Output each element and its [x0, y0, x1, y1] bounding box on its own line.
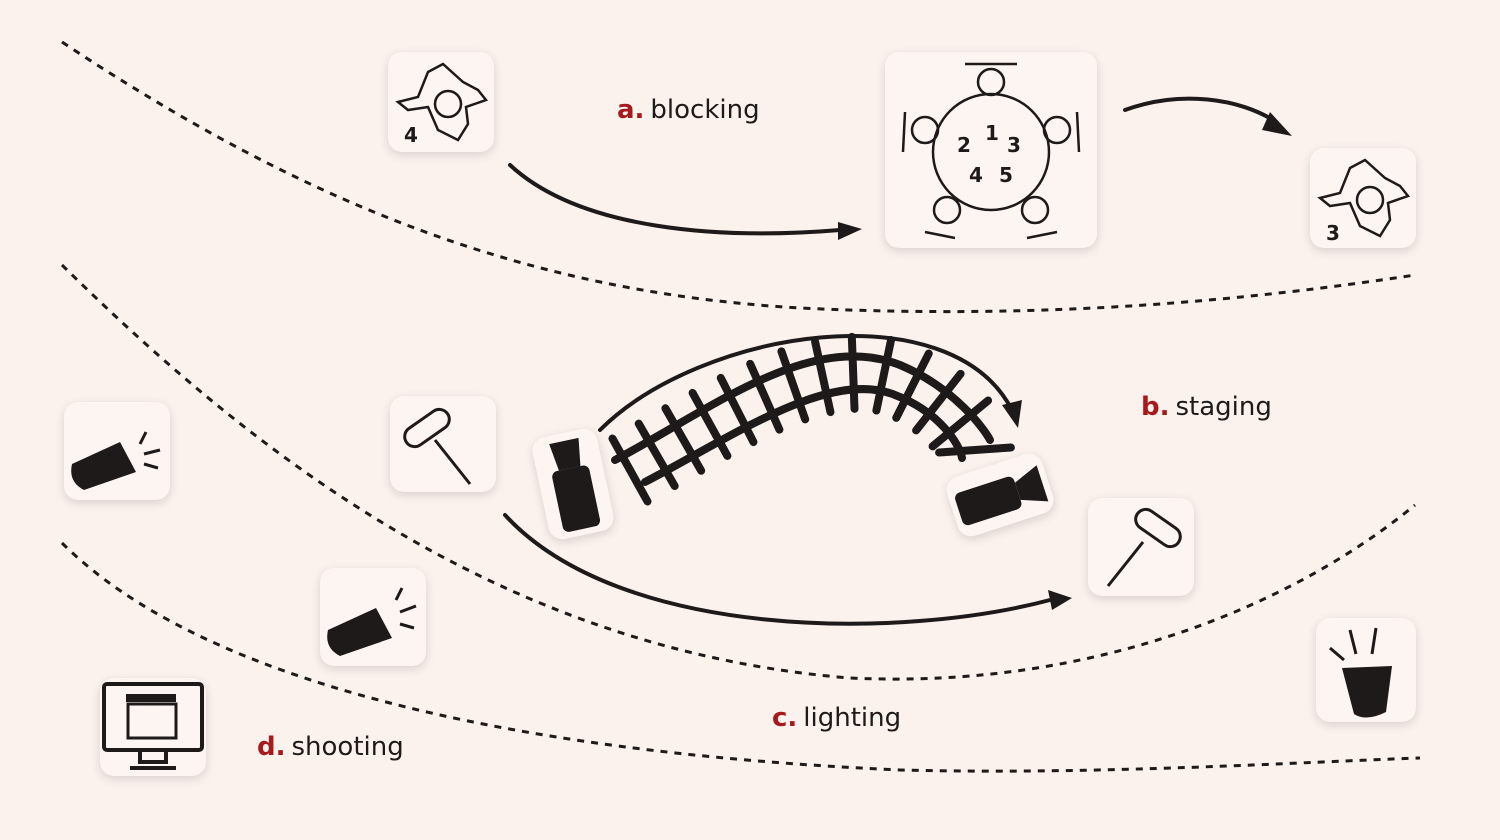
spotlight-tile-1: [64, 402, 170, 500]
track-tie: [892, 349, 933, 422]
arrowhead: [838, 222, 862, 240]
monitor-clapperboard-icon: [102, 682, 204, 770]
camera-icon: [955, 465, 1049, 526]
boom-mic-icon: [403, 407, 472, 485]
spotlight-icon: [327, 587, 417, 656]
stage-label-staging: b.staging: [1141, 392, 1272, 422]
track-tie: [608, 434, 652, 506]
actor-tile-right: 3: [1310, 148, 1416, 248]
monitor-tile: [100, 678, 206, 776]
person-topview-icon: 4: [395, 62, 489, 147]
stage-letter: c.: [772, 703, 798, 733]
seat-number: 3: [1007, 133, 1021, 157]
seat-number: 1: [985, 121, 999, 145]
arrow-mic-move: [503, 513, 1052, 626]
track-tie: [935, 443, 1015, 457]
divider-lighting: [60, 541, 1421, 773]
track-tie: [661, 404, 706, 475]
stage-name: blocking: [650, 95, 760, 125]
seat-number: 4: [969, 163, 983, 187]
arrow-actor-to-table: [508, 163, 842, 236]
actor-number: 4: [404, 123, 418, 147]
track-tie: [634, 419, 679, 491]
camera-tile-left: [529, 426, 617, 542]
track-tie: [847, 332, 859, 413]
camera-tile-right: [942, 450, 1058, 540]
spotlight-tile-2: [320, 568, 426, 666]
track-tie: [872, 336, 896, 415]
arrow-camera-move: [598, 334, 1014, 432]
actor-number: 3: [1326, 221, 1340, 245]
track-tie: [928, 396, 993, 451]
divider-staging: [60, 263, 1416, 681]
track-tie: [777, 347, 810, 424]
stage-name: staging: [1175, 392, 1272, 422]
stage-letter: b.: [1141, 392, 1170, 422]
track-tie: [688, 388, 732, 460]
divider-blocking: [61, 40, 1416, 314]
stage-label-shooting: d.shooting: [257, 732, 404, 762]
seat-number: 5: [999, 163, 1013, 187]
boom-mic-tile-left: [390, 396, 496, 492]
boom-mic-tile-right: [1088, 498, 1194, 596]
person-topview-icon: 3: [1317, 158, 1411, 245]
stage-name: shooting: [291, 732, 404, 762]
spotlight-icon: [71, 431, 161, 490]
camera-icon: [549, 437, 601, 532]
track-tie: [811, 337, 835, 417]
stage-label-lighting: c.lighting: [772, 703, 901, 733]
stage-letter: d.: [257, 732, 286, 762]
spotlight-icon: [1329, 627, 1392, 718]
stage-label-blocking: a.blocking: [617, 95, 760, 125]
stage-name: lighting: [803, 703, 902, 733]
stage-letter: a.: [617, 95, 645, 125]
actor-tile-left: 4: [388, 52, 494, 152]
track-tie: [912, 369, 965, 435]
arrowhead: [1048, 590, 1072, 610]
dolly-track-icon: [608, 332, 1015, 506]
track-tie: [716, 373, 758, 447]
arrowhead: [1002, 400, 1022, 428]
boom-mic-icon: [1106, 507, 1182, 587]
track-tie: [746, 359, 784, 434]
spotlight-tile-3: [1316, 618, 1416, 722]
round-table-icon: 1 2 3 4 5: [901, 62, 1081, 240]
seat-number: 2: [957, 133, 971, 157]
round-table-tile: 1 2 3 4 5: [885, 52, 1097, 248]
arrowhead: [1262, 112, 1292, 136]
arrow-table-to-actor: [1123, 96, 1278, 124]
